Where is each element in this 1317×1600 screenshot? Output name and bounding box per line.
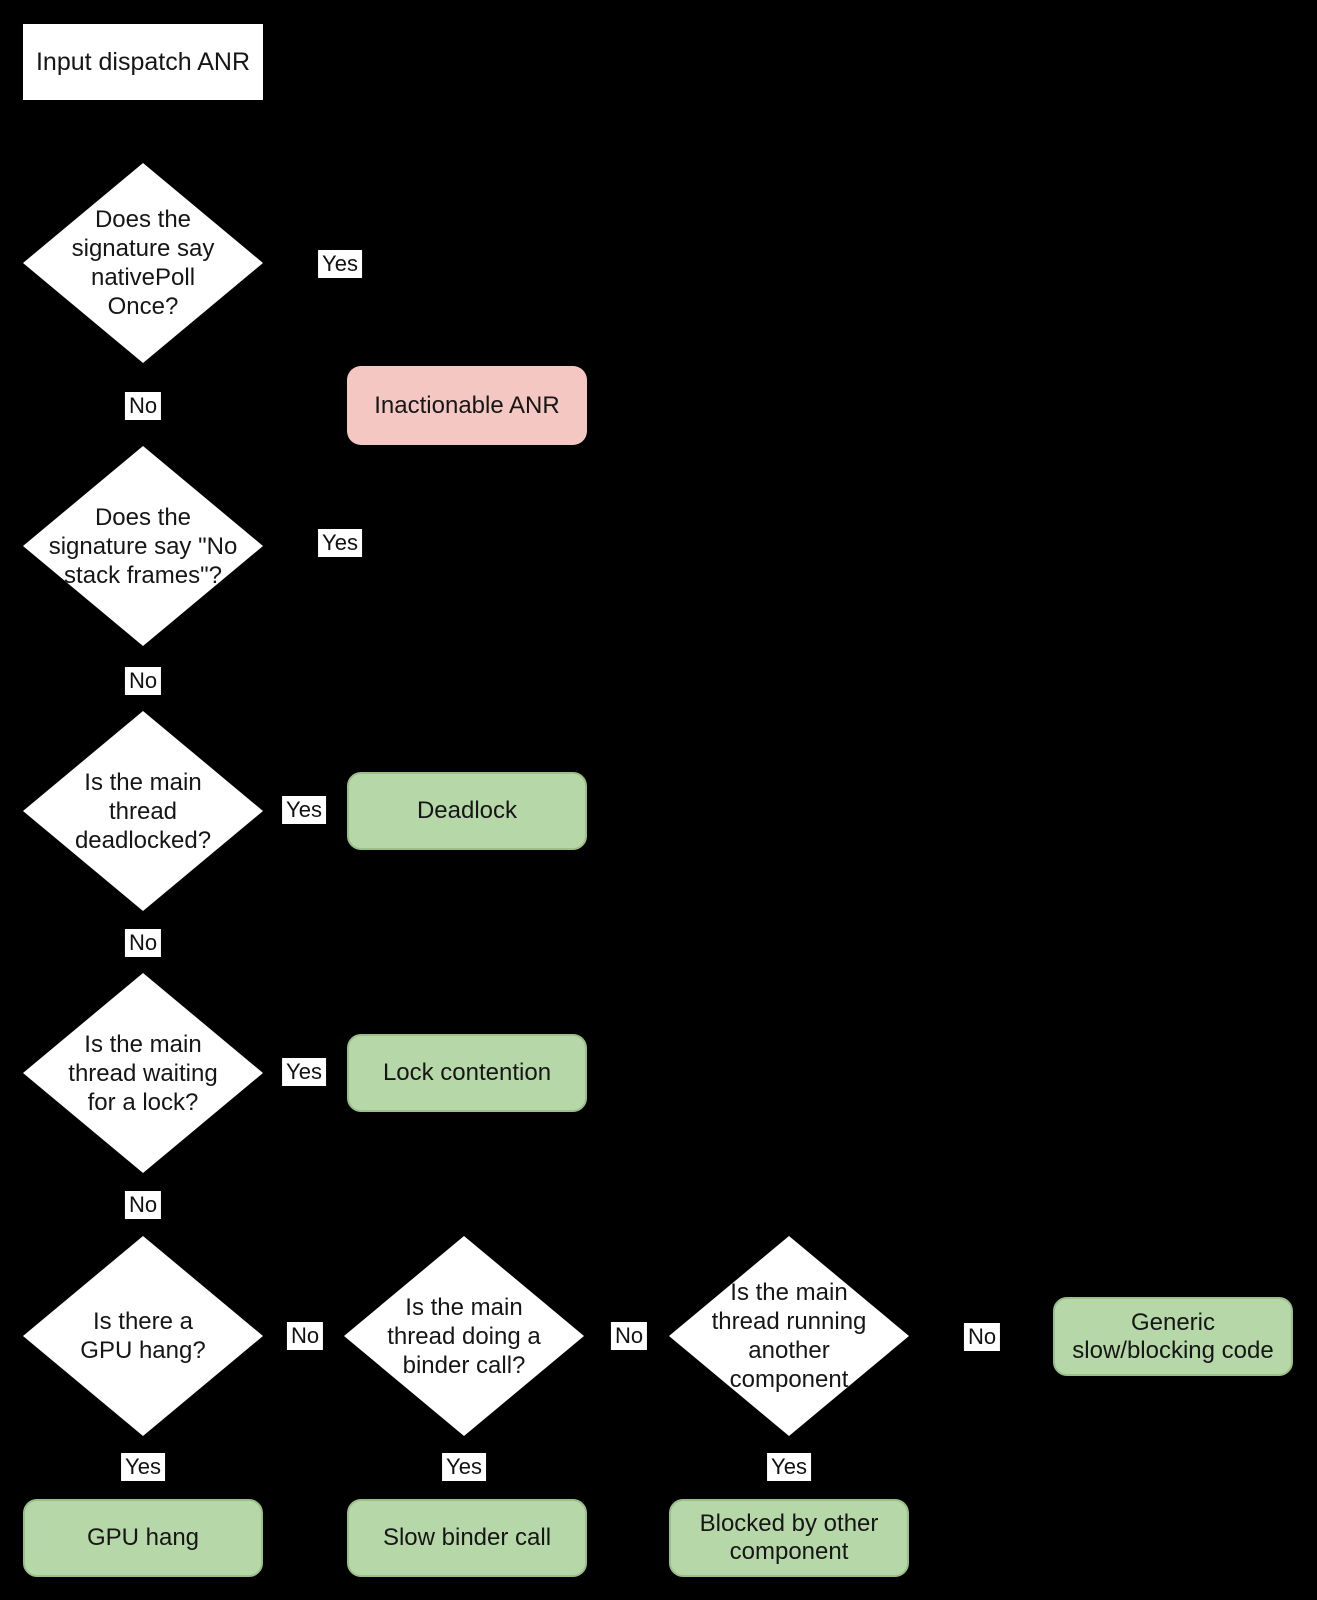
decision-running-another-component: Is the main thread running another compo… <box>669 1236 909 1436</box>
edge-label-yes-d7: Yes <box>767 1453 811 1481</box>
edge-label-no-d1: No <box>124 392 162 420</box>
edge-label-no-d6: No <box>610 1322 648 1350</box>
result-inactionable-anr: Inactionable ANR <box>347 366 587 445</box>
result-gpu-hang: GPU hang <box>23 1499 263 1577</box>
edge-label-no-d4: No <box>124 1191 162 1219</box>
decision-gpu-hang: Is there a GPU hang? <box>23 1236 263 1436</box>
result-deadlock: Deadlock <box>347 772 587 850</box>
edge-label-yes-d6: Yes <box>442 1453 486 1481</box>
result-generic-slow-blocking-code: Generic slow/blocking code <box>1053 1297 1293 1376</box>
decision-binder-call: Is the main thread doing a binder call? <box>344 1236 584 1436</box>
edge-label-yes-d3: Yes <box>282 796 326 824</box>
result-slow-binder-call: Slow binder call <box>347 1499 587 1577</box>
decision-native-poll-once: Does the signature say nativePoll Once? <box>23 163 263 363</box>
decision-no-stack-frames: Does the signature say "No stack frames"… <box>23 446 263 646</box>
decision-main-thread-waiting-lock: Is the main thread waiting for a lock? <box>23 973 263 1173</box>
result-lock-contention: Lock contention <box>347 1034 587 1112</box>
edge-label-yes-d4: Yes <box>282 1058 326 1086</box>
edge-label-no-d2: No <box>124 667 162 695</box>
edge-label-yes-d5: Yes <box>121 1453 165 1481</box>
start-node-input-dispatch-anr: Input dispatch ANR <box>23 24 263 100</box>
edge-label-yes-d2: Yes <box>318 529 362 557</box>
edge-label-yes-d1: Yes <box>318 250 362 278</box>
edge-label-no-d7: No <box>963 1323 1001 1351</box>
result-blocked-by-other-component: Blocked by other component <box>669 1499 909 1577</box>
edge-label-no-d5: No <box>286 1322 324 1350</box>
edge-label-no-d3: No <box>124 929 162 957</box>
decision-main-thread-deadlocked: Is the main thread deadlocked? <box>23 711 263 911</box>
